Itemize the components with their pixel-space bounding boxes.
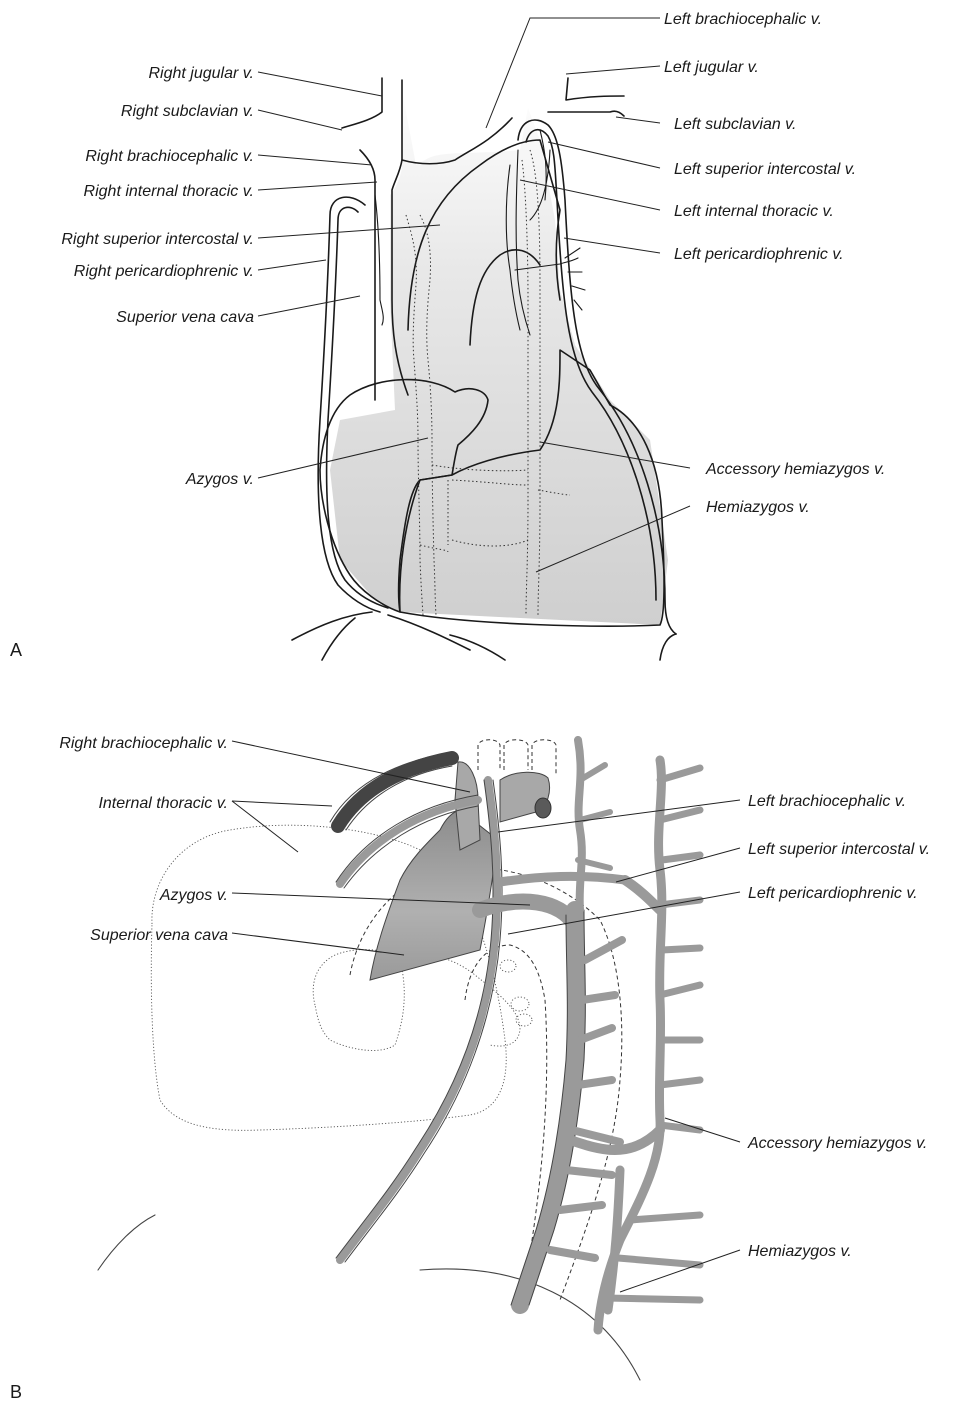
label-a-superior-vena-cava: Superior vena cava: [116, 309, 254, 326]
label-a-left-pericardiophrenic: Left pericardiophrenic v.: [674, 246, 844, 263]
upper-posterior-vein-b: [578, 740, 582, 910]
lower-hemiazygos-b: [608, 1170, 620, 1310]
leader-a-superior-vena-cava: [258, 296, 360, 316]
label-a-accessory-hemiazygos: Accessory hemiazygos v.: [705, 461, 885, 478]
panel-a-letter: A: [10, 640, 22, 660]
leader-a-left-subclavian: [616, 117, 660, 123]
great-vessel-stumps-dashed: [478, 740, 556, 775]
heart-atrium-b: [395, 955, 520, 1046]
label-b-hemiazygos: Hemiazygos v.: [748, 1243, 852, 1260]
leader-a-left-pericardiophrenic: [564, 238, 660, 253]
label-a-left-brachiocephalic: Left brachiocephalic v.: [664, 11, 822, 28]
mediastinal-vessels-shape: [330, 80, 668, 625]
panel-a-drawing: [292, 78, 676, 660]
accessory-hemiazygos-b: [598, 760, 662, 1330]
leader-a-right-internal-thoracic: [258, 182, 377, 190]
leader-b-internal-thoracic-2: [232, 801, 298, 852]
left-subclavian-outline: [548, 111, 624, 116]
label-a-right-pericardiophrenic: Right pericardiophrenic v.: [74, 263, 254, 280]
left-jugular-vein: [566, 78, 624, 100]
leader-a-left-superior-intercostal: [548, 142, 660, 168]
diaphragm-left-curve: [98, 1215, 155, 1270]
azygos-tributaries-b: [550, 940, 622, 1258]
leader-a-right-jugular: [258, 72, 382, 96]
vessel-ring-2: [516, 1014, 532, 1026]
leader-a-left-jugular: [566, 66, 660, 74]
right-svc-wall-left: [360, 150, 375, 400]
label-a-left-internal-thoracic: Left internal thoracic v.: [674, 203, 834, 220]
label-b-left-pericardiophrenic: Left pericardiophrenic v.: [748, 885, 918, 902]
label-a-left-superior-intercostal: Left superior intercostal v.: [674, 161, 856, 178]
label-b-left-superior-intercostal: Left superior intercostal v.: [748, 841, 930, 858]
label-a-left-jugular: Left jugular v.: [664, 59, 759, 76]
label-a-right-subclavian: Right subclavian v.: [121, 103, 254, 120]
label-a-right-internal-thoracic: Right internal thoracic v.: [84, 183, 254, 200]
leader-a-right-pericardiophrenic: [258, 260, 326, 270]
vessel-ring-3: [500, 960, 516, 972]
panel-b-letter: B: [10, 1382, 22, 1402]
right-jugular-vein: [342, 78, 382, 128]
label-a-right-superior-intercostal: Right superior intercostal v.: [61, 231, 254, 248]
label-b-accessory-hemiazygos: Accessory hemiazygos v.: [747, 1135, 927, 1152]
label-b-azygos: Azygos v.: [159, 887, 228, 904]
label-a-right-brachiocephalic: Right brachiocephalic v.: [85, 148, 254, 165]
label-b-internal-thoracic: Internal thoracic v.: [98, 795, 228, 812]
label-b-left-brachiocephalic: Left brachiocephalic v.: [748, 793, 906, 810]
left-superior-intercostal-b: [500, 876, 625, 882]
label-a-hemiazygos: Hemiazygos v.: [706, 499, 810, 516]
label-a-right-jugular: Right jugular v.: [148, 65, 254, 82]
label-a-left-subclavian: Left subclavian v.: [674, 116, 796, 133]
leader-a-right-subclavian: [258, 110, 342, 130]
label-b-right-brachiocephalic: Right brachiocephalic v.: [59, 735, 228, 752]
label-a-azygos: Azygos v.: [185, 471, 254, 488]
azygos-vertical-b: [520, 910, 576, 1305]
panel-b-drawing: [98, 740, 700, 1380]
label-b-superior-vena-cava: Superior vena cava: [90, 927, 228, 944]
vessel-ring-1: [511, 997, 529, 1011]
leader-a-right-brachiocephalic: [258, 155, 372, 165]
leader-b-internal-thoracic-1: [232, 801, 332, 806]
right-internal-thoracic-vein: [375, 195, 383, 325]
vessel-cut-end: [535, 798, 551, 818]
leader-b-left-superior-intercostal: [616, 848, 740, 882]
